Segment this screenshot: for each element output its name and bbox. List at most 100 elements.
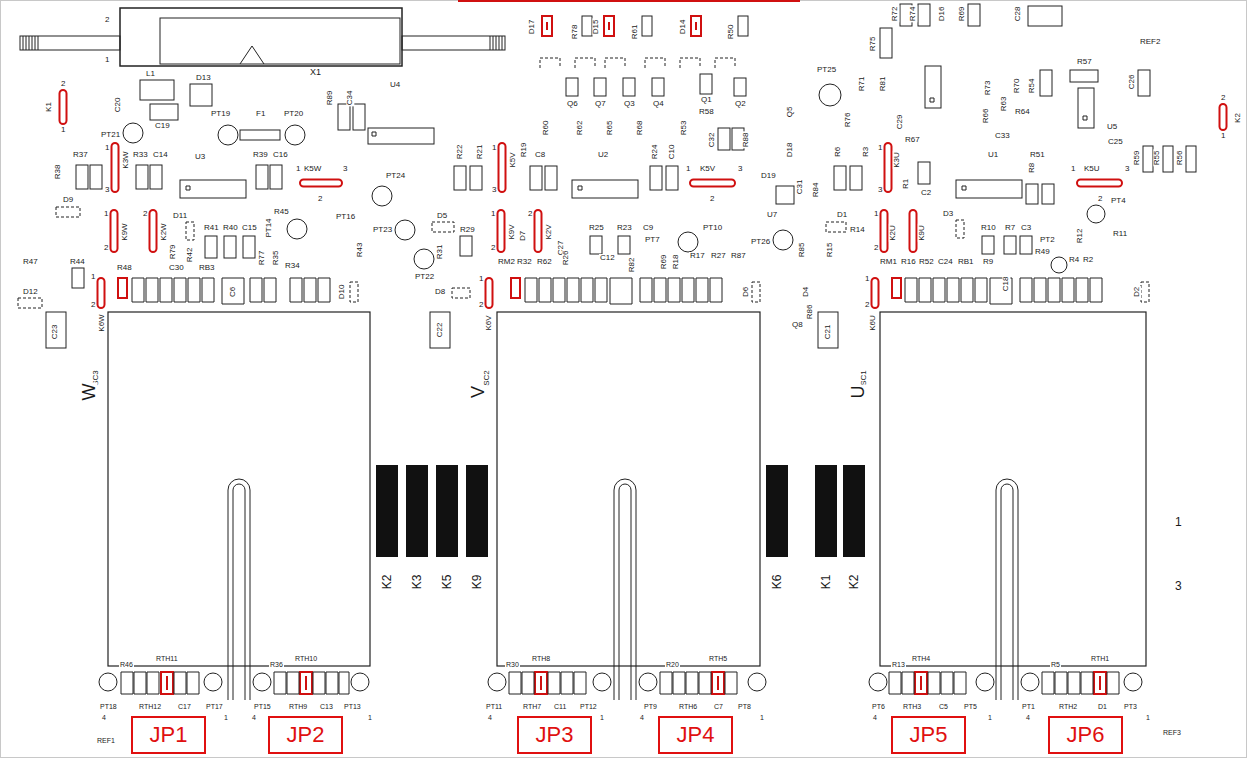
- component-footprint: [1143, 146, 1153, 172]
- rotated-refdes: R79: [169, 244, 177, 261]
- refdes-label: 1: [877, 144, 883, 152]
- refdes-label: PT19: [210, 110, 231, 118]
- component-row: [525, 278, 722, 304]
- rotated-refdes: D18: [786, 142, 794, 159]
- jumper-oval: [881, 210, 888, 252]
- refdes-label: R11: [1112, 230, 1128, 238]
- component-footprint: [642, 16, 652, 36]
- component-footprint: [1004, 236, 1016, 254]
- component-footprint: [454, 166, 466, 190]
- refdes-label: 1: [490, 210, 496, 218]
- jumper-name: JP4: [677, 724, 715, 746]
- refdes-label: K5W: [303, 165, 322, 173]
- test-point: [488, 673, 506, 691]
- refdes-label: RTH1: [1090, 655, 1110, 662]
- mounting-slot: [614, 479, 636, 700]
- refdes-label: Q4: [652, 100, 665, 108]
- refdes-label: C17: [177, 703, 192, 710]
- rotated-refdes: K5V: [509, 151, 517, 168]
- jumper-oval: [98, 278, 105, 308]
- component-footprint: [136, 165, 148, 189]
- refdes-label: PT6: [871, 703, 886, 710]
- rotated-refdes: C18: [1002, 276, 1010, 293]
- refdes-label: D19: [760, 172, 777, 180]
- jumper-oval: [872, 278, 879, 308]
- jumper-name: JP1: [150, 724, 188, 746]
- component-footprint: [566, 78, 578, 96]
- jumper-callout-box: JP5: [891, 716, 966, 754]
- rotated-refdes: R38: [54, 164, 62, 181]
- rotated-refdes: D4: [802, 286, 810, 298]
- refdes-label: D1: [836, 211, 848, 219]
- jumper-oval: [1077, 180, 1122, 187]
- refdes-label: C19: [154, 122, 171, 130]
- refdes-label: U5: [1106, 123, 1118, 131]
- refdes-label: 1: [60, 126, 66, 134]
- refdes-label: R34: [284, 262, 301, 270]
- component-footprint: [776, 186, 794, 204]
- connector-body: [120, 8, 402, 66]
- refdes-label: PT3: [1123, 703, 1138, 710]
- test-point: [773, 230, 793, 250]
- diode-outline: [18, 58, 1149, 308]
- jumper-oval: [499, 143, 506, 192]
- component-footprint: [834, 166, 846, 190]
- mounting-slot: [228, 479, 250, 700]
- component-footprint: [205, 236, 217, 258]
- refdes-label: 1: [987, 714, 993, 721]
- component-footprint: [353, 104, 365, 130]
- connector-label: K2: [381, 574, 393, 591]
- component-footprint: [982, 236, 994, 254]
- phase-letter: U: [849, 385, 867, 400]
- refdes-label: D13: [195, 74, 212, 82]
- refdes-label: R46: [119, 661, 134, 668]
- rotated-refdes: C34: [346, 90, 354, 107]
- refdes-label: 1: [295, 165, 301, 173]
- refdes-label: 2: [317, 195, 323, 203]
- jumper-name: JP3: [536, 724, 574, 746]
- rotated-refdes: D16: [938, 6, 946, 23]
- component-footprint: [623, 78, 635, 96]
- rotated-refdes: R60: [542, 120, 550, 137]
- rotated-refdes: R21: [476, 144, 484, 161]
- rotated-refdes: C20: [114, 97, 122, 114]
- jumper-oval: [885, 143, 892, 192]
- rotated-refdes: R74: [909, 6, 917, 23]
- heatsink-outline: [497, 312, 760, 666]
- highlight-pad: [118, 278, 127, 298]
- refdes-label: 4: [639, 714, 645, 721]
- component-footprint: [618, 236, 630, 254]
- rotated-refdes: R70: [1013, 78, 1021, 95]
- jumper-name: JP6: [1067, 724, 1105, 746]
- rotated-refdes: K9V: [508, 223, 516, 240]
- jumper-callout-box: JP4: [658, 716, 733, 754]
- refdes-label: D8: [434, 288, 446, 296]
- jumper-oval: [910, 210, 917, 252]
- refdes-label: REF3: [1162, 729, 1182, 736]
- refdes-label: 2: [490, 244, 496, 252]
- jumper-callout-box: JP3: [517, 716, 592, 754]
- rotated-refdes: K2U: [889, 224, 897, 242]
- refdes-label: PT24: [385, 172, 406, 180]
- refdes-label: 3: [877, 186, 883, 194]
- component-footprint: [818, 312, 838, 348]
- connector-label: K9: [471, 574, 483, 591]
- rotated-refdes: C21: [824, 324, 832, 341]
- test-point: [204, 673, 222, 691]
- refdes-label: 2: [103, 244, 109, 252]
- refdes-label: 2: [1220, 94, 1226, 102]
- refdes-label: 1: [104, 56, 110, 64]
- connector-label: K6: [771, 574, 783, 591]
- phase-letter: V: [469, 385, 487, 399]
- rotated-refdes: K2V: [545, 223, 553, 240]
- heatsink-outline: [108, 312, 370, 666]
- component-footprint: [150, 104, 178, 120]
- refdes-label: R27: [710, 252, 727, 260]
- rotated-refdes: R71: [858, 76, 866, 93]
- refdes-label: D12: [22, 288, 39, 296]
- rotated-refdes: R43: [356, 242, 364, 259]
- connector-label: 3: [1174, 580, 1183, 592]
- refdes-label: REF2: [1139, 38, 1161, 46]
- test-point: [372, 186, 392, 206]
